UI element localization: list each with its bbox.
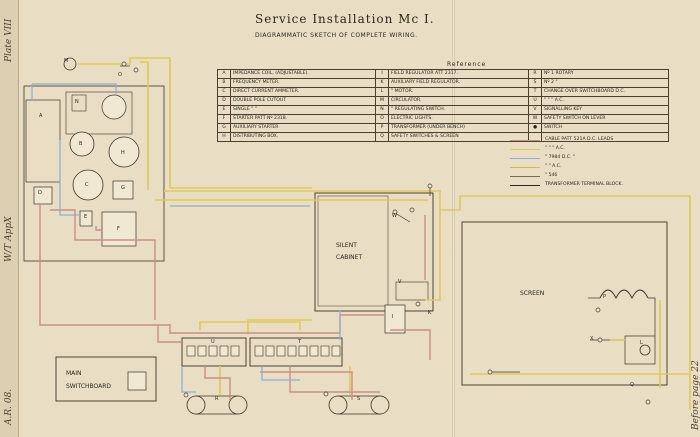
legend-swatch — [510, 149, 540, 150]
rotary-s — [328, 395, 390, 415]
page-fold — [452, 0, 455, 437]
ac-wiring — [78, 57, 691, 410]
component-letter-n: N — [75, 99, 79, 105]
component-letter-w: W — [392, 213, 397, 219]
legend-swatch — [510, 185, 540, 186]
dial-gauge — [101, 94, 127, 120]
component-letter-d: D — [38, 190, 42, 196]
left-margin — [0, 0, 19, 437]
main-switchboard-outline — [55, 356, 157, 402]
legend-swatch — [510, 176, 540, 177]
control-wiring — [120, 65, 656, 373]
diagram-subtitle: DIAGRAMMATIC SKETCH OF COMPLETE WIRING. — [255, 32, 418, 39]
silent-cabinet-outline — [314, 192, 434, 312]
component-letter-t: T — [298, 339, 302, 345]
cutout-e — [79, 210, 93, 227]
changeover-switchboard-t — [249, 337, 343, 367]
screen-label: SCREEN — [520, 290, 545, 297]
legend-label: CABLE PATT 521A D.C. LEADS — [545, 137, 614, 142]
circulator-m — [63, 57, 77, 71]
main-switchboard-label: MAIN SWITCHBOARD — [66, 370, 112, 390]
legend-swatch — [510, 140, 540, 141]
signalling-key-v — [395, 281, 429, 301]
component-letter-l: L — [640, 340, 643, 346]
screen-room-outline — [461, 221, 668, 386]
component-letter-h: H — [121, 150, 125, 156]
legend-swatch — [510, 167, 540, 168]
legend-label: " 546 — [545, 173, 558, 178]
auxiliary-starter-g — [112, 180, 134, 200]
component-letter-s: S — [357, 396, 361, 402]
legend-label: " 7984 D.C. " — [545, 155, 575, 160]
cabinet-inner — [317, 195, 389, 307]
component-letter-p: P — [603, 294, 607, 300]
component-letter-a: A — [39, 113, 43, 119]
legend-label: " " " A.C. — [545, 146, 565, 151]
switchboard-cutout — [127, 371, 147, 391]
reference-description — [541, 132, 669, 142]
component-letter-m: M — [64, 58, 69, 64]
switch-dots — [121, 61, 651, 405]
legend-label: " " A.C. — [545, 164, 562, 169]
frequency-meter-b — [69, 131, 95, 157]
impedance-coil-a — [25, 99, 61, 183]
cutout-d — [33, 186, 53, 205]
machine-room-outline — [23, 85, 165, 262]
component-letter-c: C — [85, 182, 89, 188]
panel-box — [65, 91, 133, 135]
ammeter-c — [72, 169, 104, 201]
diagram-title: Service Installation Mc I. — [255, 12, 435, 26]
legend-label: TRANSFORMER TERMINAL BLOCK. — [545, 182, 623, 187]
component-letter-b: B — [79, 141, 83, 147]
component-letter-v: V — [398, 279, 402, 285]
screen-coil — [599, 289, 649, 300]
motor-l-rotor — [639, 344, 651, 356]
distributing-box-h — [108, 136, 140, 168]
rotary-r — [186, 395, 248, 415]
regulating-switch-n — [71, 94, 87, 112]
component-letter-k: K — [428, 310, 432, 316]
component-letter-g: G — [121, 185, 125, 191]
field-regulator-i — [384, 304, 406, 334]
component-letter-f: F — [117, 226, 120, 232]
switchboard-terminals — [186, 345, 341, 357]
legend-swatch — [510, 158, 540, 159]
reference-heading: Reference — [447, 61, 487, 68]
component-letter-u: U — [211, 339, 215, 345]
component-letter-r: R — [215, 396, 219, 402]
silent-cabinet-label: SILENT CABINET — [336, 242, 363, 261]
component-letter-e: E — [84, 214, 88, 220]
dc-7984-wiring — [31, 83, 341, 393]
component-letter-q: Q — [630, 382, 634, 388]
component-letter-i: I — [392, 314, 394, 320]
motor-l — [624, 335, 656, 365]
component-letter-o: O — [118, 72, 122, 78]
component-letter-x: X — [590, 336, 594, 342]
changeover-switchboard-u — [181, 337, 247, 367]
